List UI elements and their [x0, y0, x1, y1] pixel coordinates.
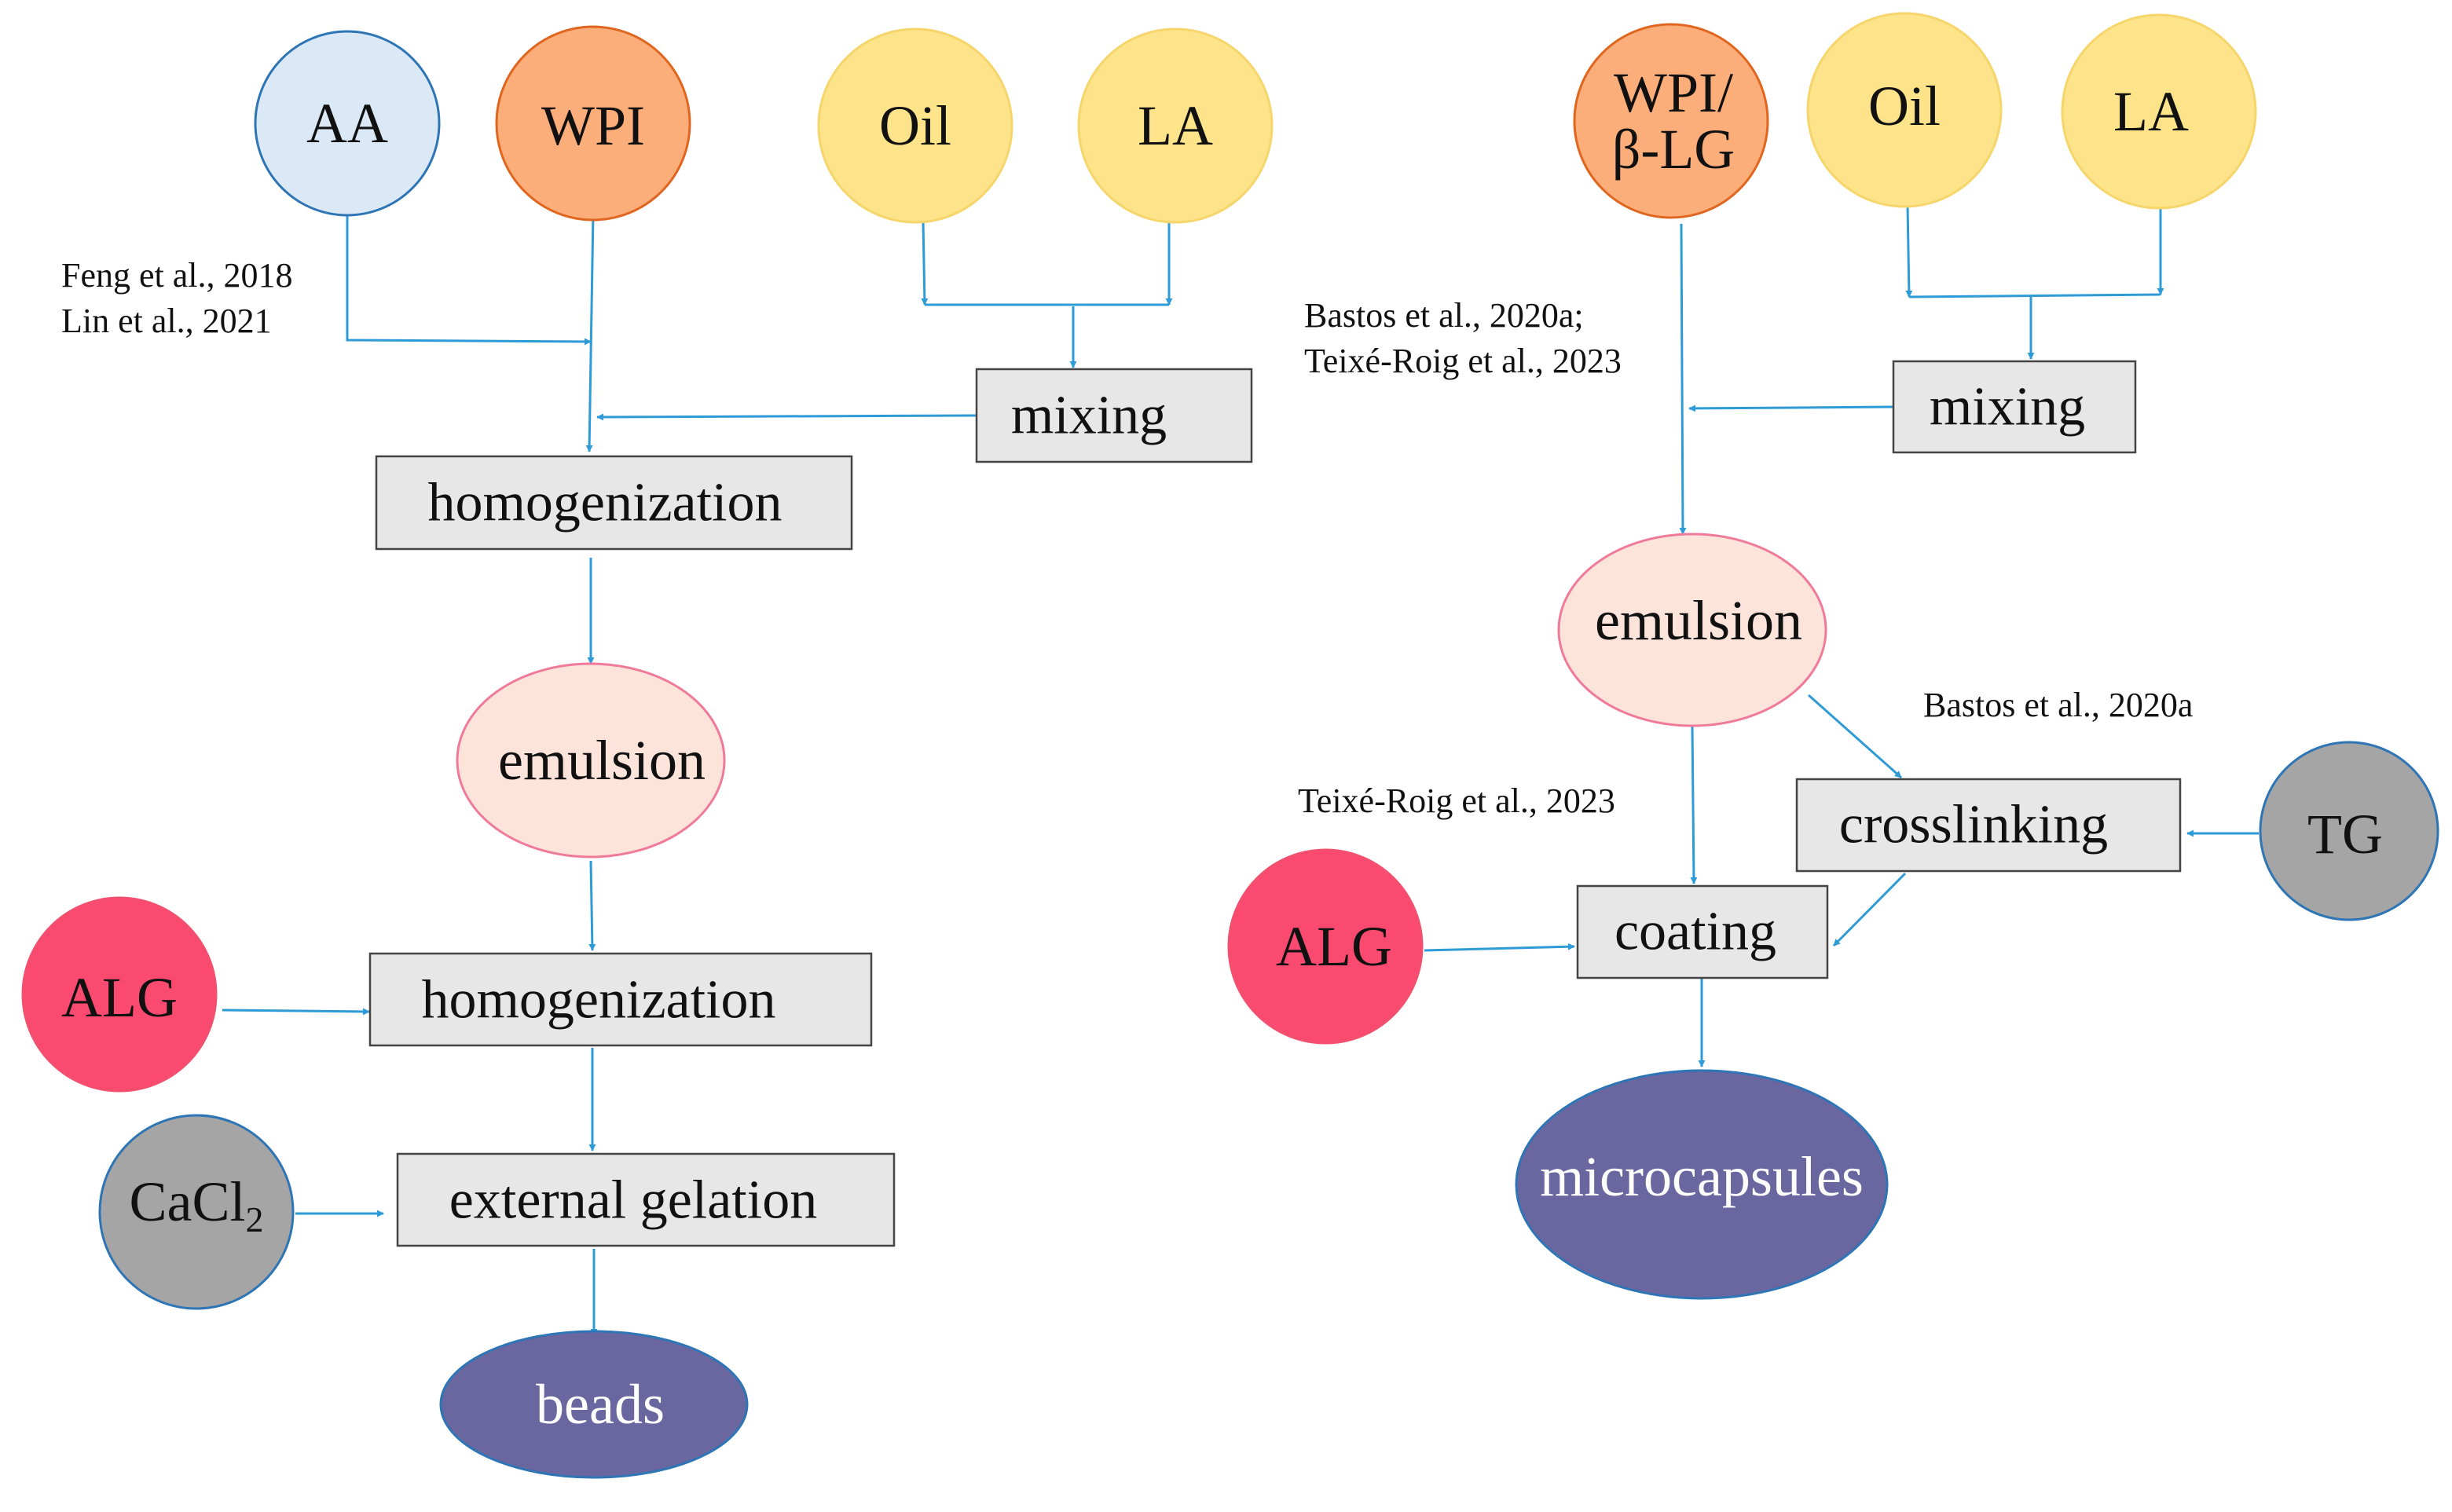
right-edges: [1424, 203, 2259, 1067]
cacl2-label: CaCl2: [129, 1170, 263, 1239]
edge-oil-la-right-join: [1908, 293, 2161, 298]
crosslinking-label: crosslinking: [1839, 795, 2108, 855]
beads-label: beads: [536, 1373, 665, 1436]
aa-node: AA: [254, 30, 441, 217]
edge-wpi-to-homogenization: [585, 213, 595, 452]
ref-lin: Lin et al., 2021: [61, 302, 272, 340]
left-nodes: AA WPI Oil LA Feng et al., 2018 Lin et a…: [21, 25, 1274, 1479]
crosslinking-box: crosslinking: [1795, 778, 2182, 873]
oil-right-label: Oil: [1868, 75, 1941, 137]
tg-node: TG: [2259, 741, 2439, 921]
mixing-right-box: mixing: [1892, 360, 2137, 454]
edge-emulsion-to-homogenization: [588, 860, 596, 951]
ref-bastos-crosslinking: Bastos et al., 2020a: [1923, 686, 2193, 724]
coating-box: coating: [1576, 884, 1829, 979]
la-node: LA: [1077, 27, 1274, 224]
edge-alg-to-coating: [1424, 943, 1575, 952]
ref-teixe-roig-coating: Teixé-Roig et al., 2023: [1298, 782, 1615, 820]
oil-right-node: Oil: [1806, 12, 2003, 208]
emulsion-right-node: emulsion: [1557, 533, 1827, 727]
wpi-node: WPI: [495, 25, 691, 221]
edge-alg-to-homogenization: [222, 1008, 370, 1016]
tg-label: TG: [2307, 803, 2383, 866]
emulsion-right-label: emulsion: [1595, 589, 1802, 652]
mixing-label: mixing: [1011, 386, 1167, 446]
mixing-box: mixing: [975, 368, 1253, 463]
wpi-blg-node: WPI/ β-LG: [1573, 23, 1769, 219]
la-right-label: LA: [2113, 80, 2189, 143]
right-nodes: WPI/ β-LG Oil LA Bastos et al., 2020a; T…: [1227, 12, 2439, 1300]
alg-right-label: ALG: [1276, 915, 1392, 978]
edge-oil-down: [921, 221, 929, 306]
coating-label: coating: [1615, 902, 1776, 962]
external-gelation-box: external gelation: [396, 1152, 896, 1247]
external-gelation-label: external gelation: [449, 1170, 817, 1231]
wpi-blg-line1: WPI/: [1614, 61, 1733, 124]
ref-teixe-roig-2023: Teixé-Roig et al., 2023: [1304, 342, 1622, 380]
oil-node: Oil: [817, 27, 1013, 224]
edge-crosslinking-to-coating: [1832, 872, 1907, 947]
cacl2-node: CaCl2: [98, 1114, 295, 1310]
edge-wpi-blg-to-emulsion: [1679, 223, 1687, 535]
edge-oil-right-down: [1905, 203, 1913, 298]
edge-mixing-to-homogenization: [596, 413, 977, 421]
cacl2-base: CaCl: [129, 1170, 245, 1233]
alg-node: ALG: [21, 896, 218, 1093]
homogenization-box-2: homogenization: [368, 952, 873, 1047]
left-edges: [222, 213, 1173, 1336]
wpi-blg-line2: β-LG: [1612, 118, 1735, 181]
microcapsules-node: microcapsules: [1515, 1069, 1889, 1300]
mixing-right-label: mixing: [1930, 377, 2085, 437]
cacl2-subscript: 2: [246, 1199, 264, 1239]
edge-aa-to-homogenization: [346, 214, 592, 346]
edge-right-mixing-to-line: [1688, 405, 1894, 412]
ref-feng: Feng et al., 2018: [61, 256, 293, 295]
alg-right-node: ALG: [1227, 848, 1424, 1045]
emulsion-label: emulsion: [498, 729, 706, 792]
aa-label: AA: [306, 92, 388, 155]
edge-emulsion-to-coating: [1690, 726, 1698, 884]
oil-label: Oil: [879, 94, 951, 157]
beads-node: beads: [439, 1330, 749, 1479]
la-label: LA: [1138, 94, 1213, 157]
homogenization-1-label: homogenization: [427, 473, 782, 533]
homogenization-2-label: homogenization: [421, 970, 775, 1031]
wpi-label: WPI: [541, 94, 645, 157]
alg-label: ALG: [61, 966, 178, 1029]
la-right-node: LA: [2061, 13, 2257, 210]
ref-bastos-2020a: Bastos et al., 2020a;: [1304, 296, 1584, 335]
microcapsules-label: microcapsules: [1540, 1145, 1864, 1208]
emulsion-node: emulsion: [456, 662, 726, 859]
homogenization-box-1: homogenization: [375, 455, 853, 551]
edge-emulsion-to-crosslinking: [1808, 694, 1902, 779]
